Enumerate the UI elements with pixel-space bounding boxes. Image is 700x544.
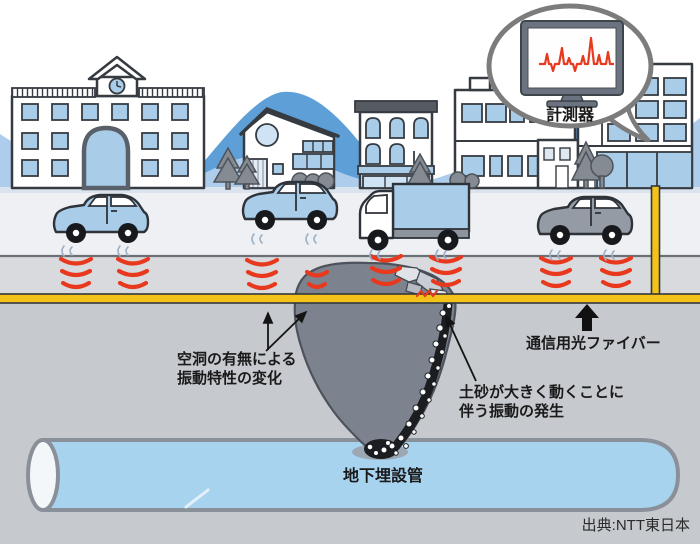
cavity-note-label: 空洞の有無による 振動特性の変化 [177,350,297,388]
cavity-note-line2: 振動特性の変化 [177,370,283,387]
vibration-arcs [61,256,631,298]
truck-cargo-box [391,182,471,233]
measuring-monitor-icon [520,20,624,108]
apartment-building [354,100,438,190]
small-building [536,138,580,190]
fiber-pointer-arrow [575,304,599,331]
waveform-trace [539,36,614,73]
cavity-note-line1: 空洞の有無による [177,351,297,368]
soil-note-label: 土砂が大きく動くことに 伴う振動の発生 [459,383,624,421]
annotation-arrows [262,304,599,382]
soil-note-line1: 土砂が大きく動くことに [459,384,625,401]
instrument-label: 計測器 [545,107,594,124]
arrow-to-cavity [265,310,308,352]
speech-bubble [486,3,654,143]
pipe-opening [26,438,60,512]
house-roof [239,106,340,138]
optical-fiber-vertical [650,185,661,296]
truck [358,182,471,251]
round-window [255,123,279,147]
arrow-to-rubble [445,314,477,382]
apartment-roof [354,100,438,113]
school-building [10,55,206,191]
clock-tower-roof [87,55,147,81]
fiber-label: 通信用光ファイバー [526,335,661,352]
awning [357,165,435,175]
pipe-label: 地下埋設管 [343,468,424,485]
source-credit: 出典:NTT東日本 [581,517,690,534]
buried-pipe [26,438,681,512]
sidewalk-strip [0,187,700,193]
school-entrance-arch [81,125,131,191]
vibration-squiggle [415,289,439,298]
pine-trees [212,146,261,190]
rubble-edge [364,299,453,459]
school-windows [21,103,189,177]
soil-note-line2: 伴う振動の発生 [459,403,565,420]
optical-fiber-line [0,293,700,304]
